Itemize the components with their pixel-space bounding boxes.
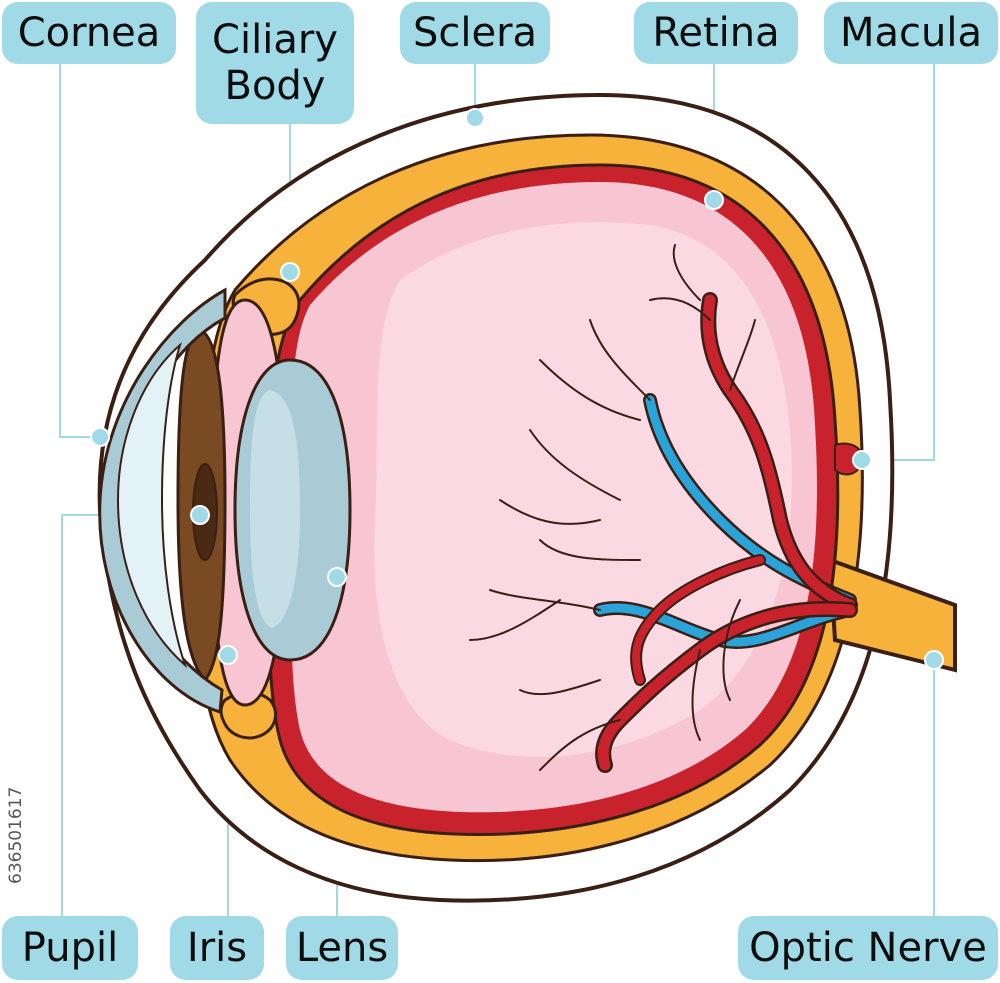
dot-optic-nerve	[924, 650, 944, 670]
label-ciliary-body: Ciliary Body	[196, 2, 354, 124]
leader-cornea	[59, 62, 100, 438]
label-lens-text: Lens	[295, 925, 389, 971]
dot-cornea	[90, 427, 110, 447]
label-sclera-text: Sclera	[412, 10, 538, 56]
label-cornea: Cornea	[2, 2, 176, 64]
leader-dots	[90, 108, 944, 670]
arteries	[595, 292, 858, 773]
label-cornea-text: Cornea	[17, 10, 161, 56]
dot-lens	[327, 567, 347, 587]
dot-pupil	[190, 505, 210, 525]
label-macula-text: Macula	[840, 10, 982, 56]
label-iris: Iris	[170, 916, 264, 980]
dot-iris	[218, 645, 238, 665]
label-ciliary-line2: Body	[224, 63, 326, 109]
label-iris-text: Iris	[186, 925, 248, 971]
lens-highlight	[250, 390, 300, 628]
dot-retina	[704, 190, 724, 210]
dot-macula	[852, 450, 872, 470]
anterior-chamber	[116, 341, 188, 669]
label-optic-nerve-text: Optic Nerve	[749, 925, 987, 971]
label-retina-text: Retina	[652, 10, 780, 56]
label-sclera: Sclera	[400, 2, 550, 64]
capillaries	[469, 244, 756, 771]
label-macula: Macula	[824, 2, 998, 64]
dot-sclera	[465, 108, 485, 128]
dot-ciliary	[280, 262, 300, 282]
label-retina: Retina	[634, 2, 798, 64]
label-lens: Lens	[286, 916, 398, 980]
label-pupil: Pupil	[2, 916, 138, 980]
label-ciliary-line1: Ciliary	[212, 17, 338, 63]
stock-id-text: 636501617	[6, 786, 26, 884]
label-pupil-text: Pupil	[21, 925, 119, 971]
label-optic-nerve: Optic Nerve	[738, 916, 998, 980]
vitreous-highlight	[374, 222, 792, 757]
